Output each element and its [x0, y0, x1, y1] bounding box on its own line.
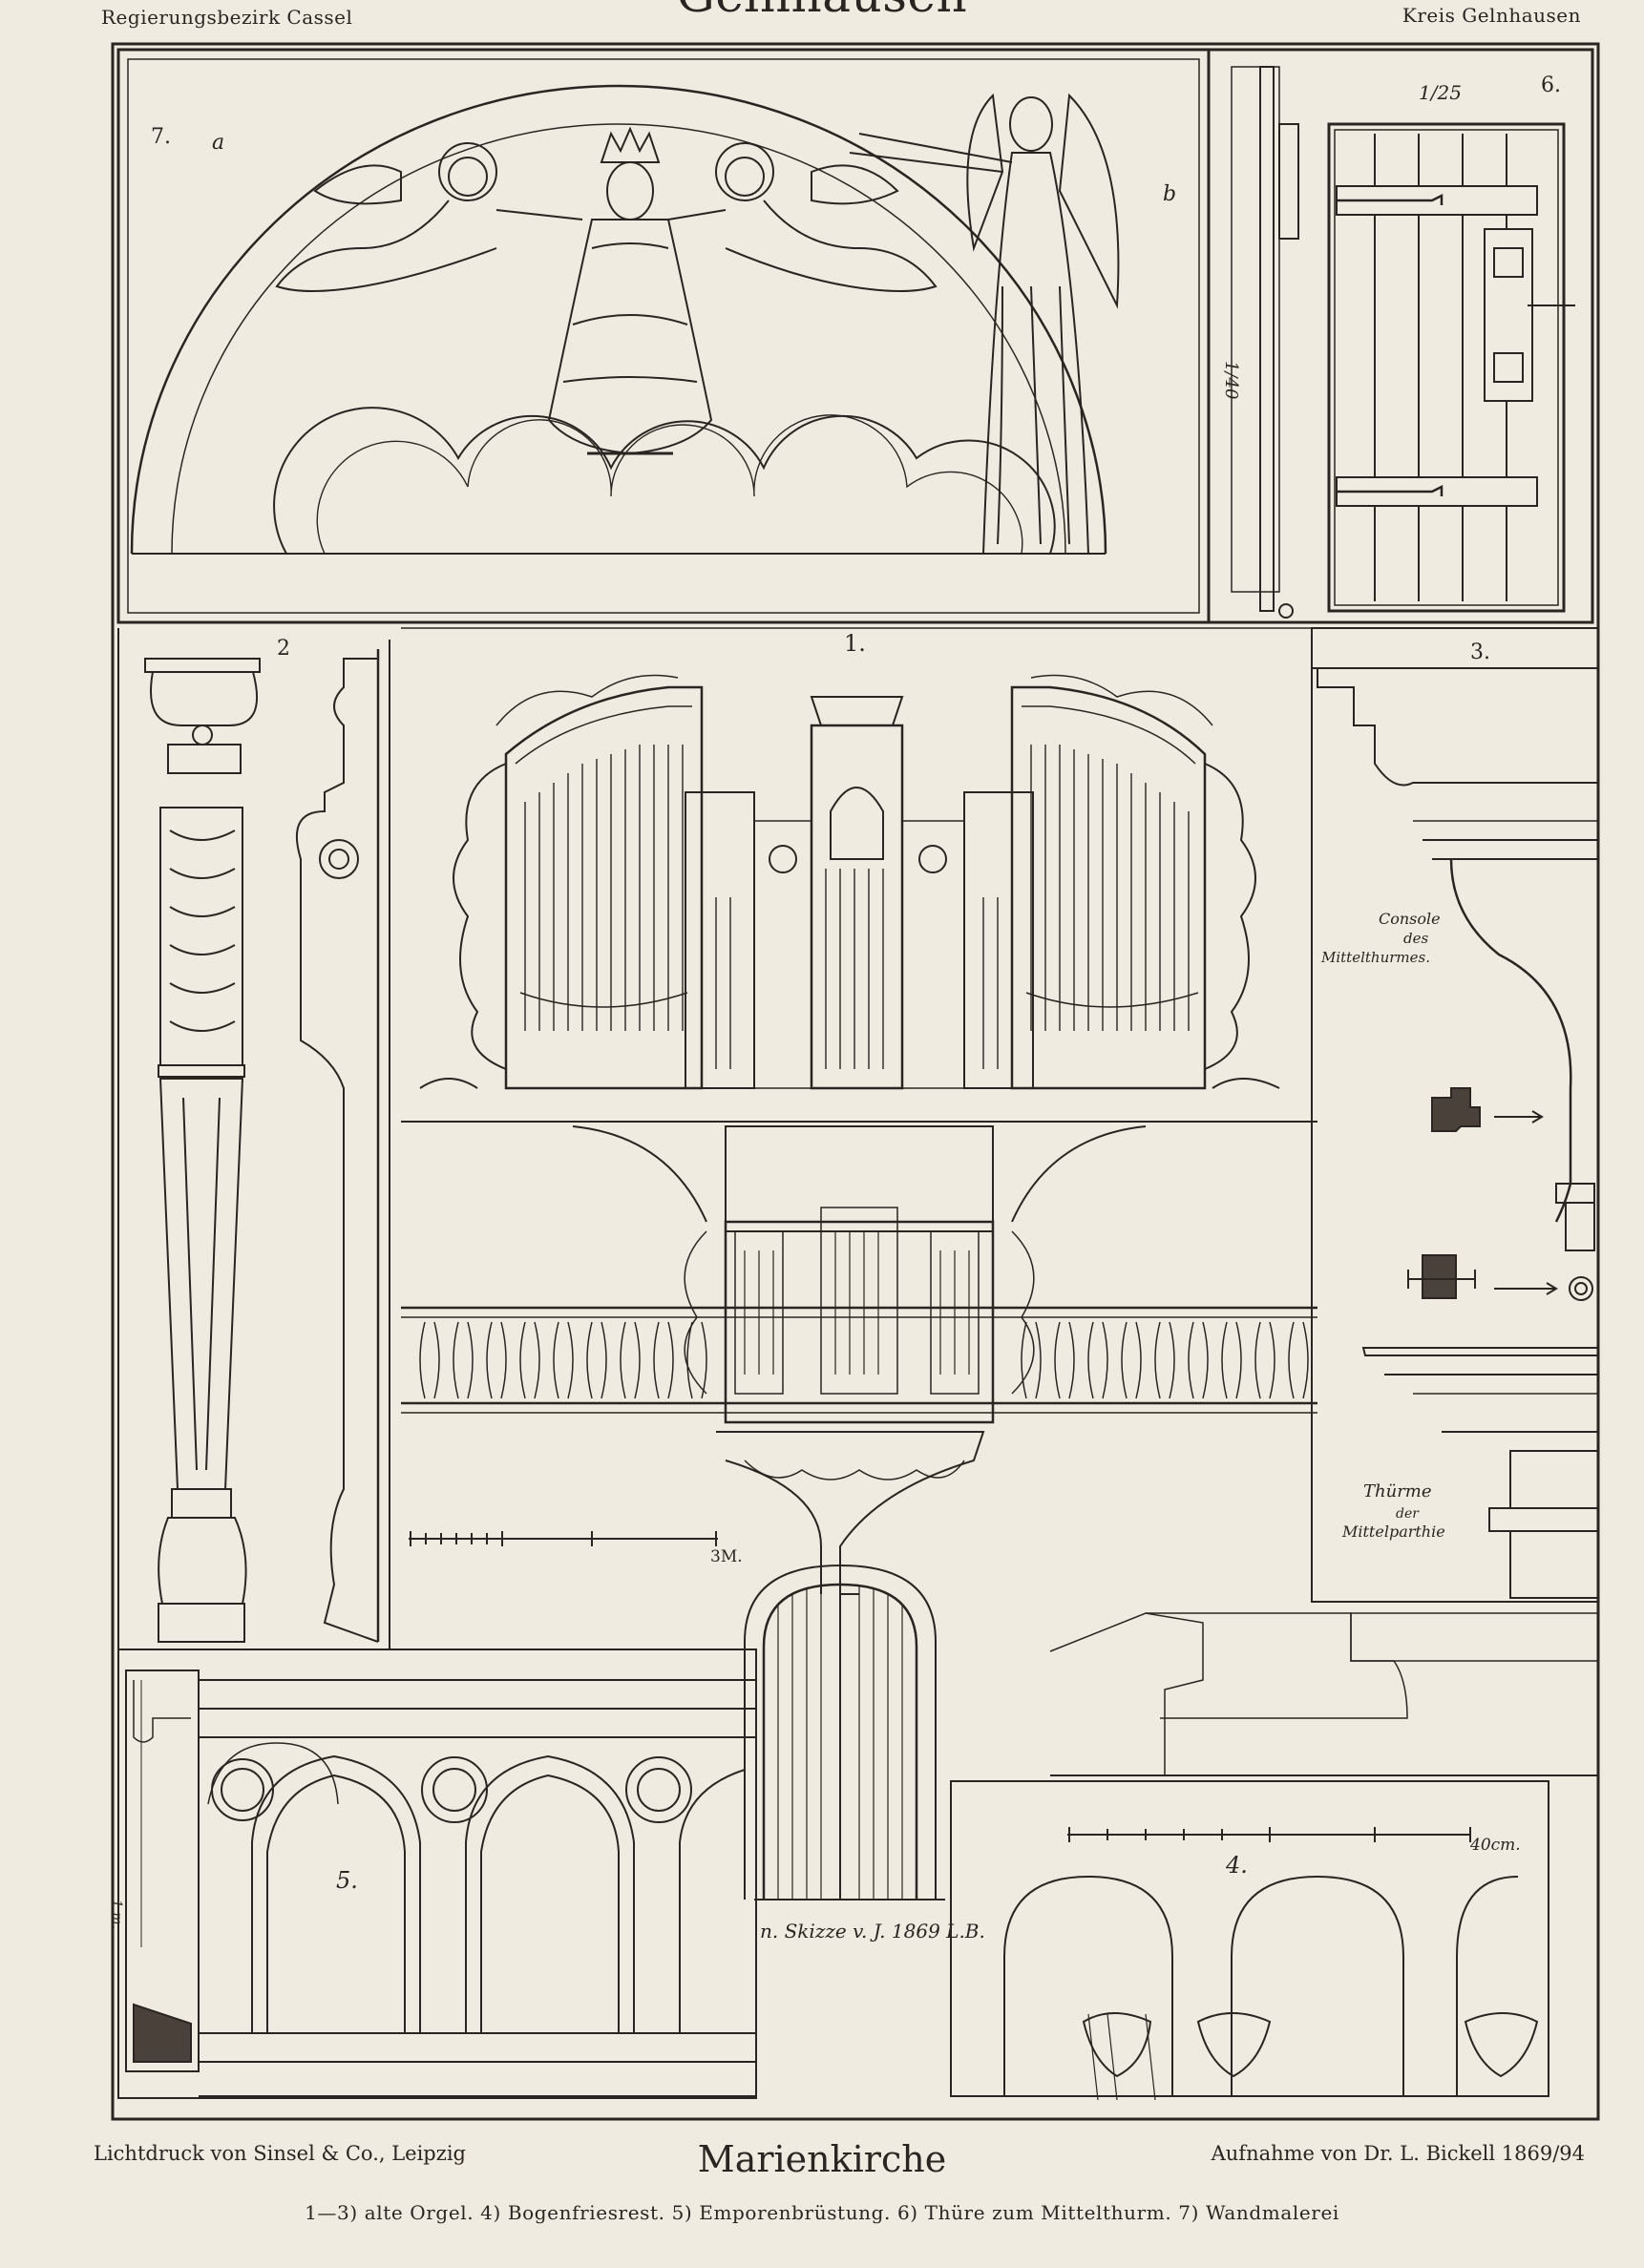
- figure-4-arch-frieze: [950, 1612, 1599, 2101]
- fig3-note-console-3: Mittelthurmes.: [1320, 949, 1430, 966]
- fig6-height: 1/40: [1221, 361, 1241, 399]
- figure-6-door: [1207, 48, 1594, 624]
- fig1-scale-label: 3M.: [710, 1547, 743, 1566]
- fig3-note-tuerme-2: der: [1396, 1506, 1420, 1522]
- fig5-label: 5.: [336, 1867, 358, 1894]
- figure-1-organ: [401, 627, 1317, 1900]
- fig6-scale: 1/25: [1419, 81, 1462, 104]
- survey-credit: Aufnahme von Dr. L. Bickell 1869/94: [1211, 2142, 1585, 2165]
- figure-caption: 1—3) alte Orgel. 4) Bogenfriesrest. 5) E…: [305, 2201, 1339, 2224]
- artist-signature: n. Skizze v. J. 1869 L.B.: [760, 1920, 985, 1942]
- figure-7-wall-painting: [116, 48, 1211, 624]
- fig4-scale: 40cm.: [1469, 1836, 1521, 1855]
- fig3-note-tuerme-3: Mittelparthie: [1341, 1522, 1445, 1541]
- printer-credit: Lichtdruck von Sinsel & Co., Leipzig: [94, 2142, 466, 2165]
- header-county: Kreis Gelnhausen: [1402, 4, 1581, 27]
- fig7-label: 7.: [151, 125, 171, 149]
- fig3-label: 3.: [1470, 640, 1490, 664]
- fig3-note-tuerme-1: Thürme: [1363, 1481, 1432, 1502]
- figure-3-console-profile: [1311, 627, 1599, 1603]
- fig5-scale: 1 m.: [109, 1900, 124, 1929]
- page-title: Gelnhausen: [0, 0, 1644, 23]
- plate-title: Marienkirche: [697, 2138, 947, 2180]
- fig3-note-console-1: Console: [1379, 910, 1441, 928]
- fig4-label: 4.: [1225, 1852, 1248, 1879]
- fig3-note-console-2: des: [1403, 930, 1428, 947]
- figure-2-pilaster: [117, 628, 390, 1649]
- figure-5-gallery-parapet: [117, 1648, 757, 2099]
- fig1-label: 1.: [844, 630, 866, 657]
- fig7-letter-b: b: [1163, 182, 1176, 206]
- header-district: Regierungsbezirk Cassel: [101, 6, 353, 29]
- fig7-letter-a: a: [212, 131, 224, 155]
- fig2-label: 2: [277, 637, 290, 661]
- fig6-label: 6.: [1541, 74, 1561, 97]
